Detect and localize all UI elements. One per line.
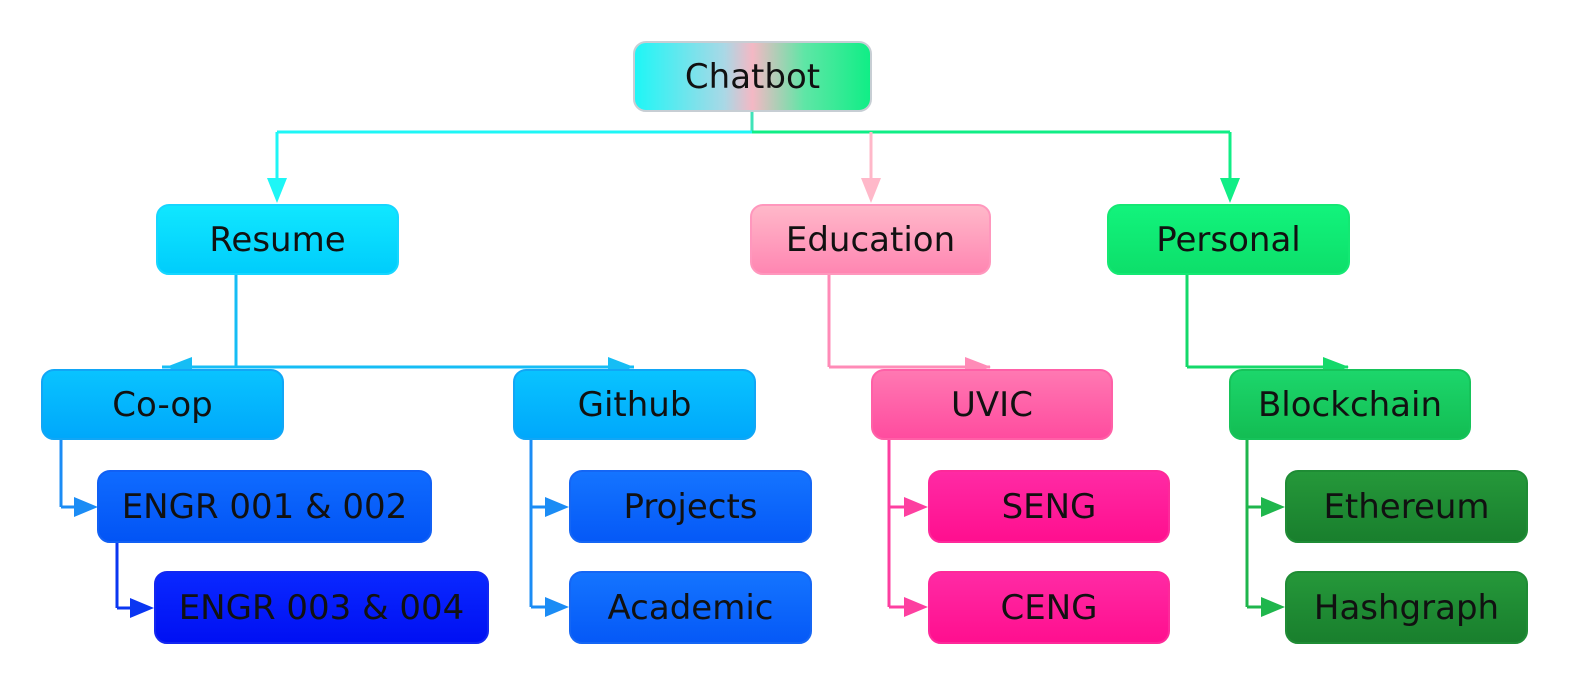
education-connectors (827, 275, 990, 369)
node-hashgraph: Hashgraph (1285, 571, 1528, 644)
arrow-to-seng (904, 497, 928, 517)
node-personal-label: Personal (1156, 219, 1301, 260)
node-ethereum: Ethereum (1285, 470, 1528, 543)
arrow-to-hashgraph (1261, 597, 1285, 617)
node-personal: Personal (1107, 204, 1350, 275)
node-chatbot-label: Chatbot (684, 56, 821, 97)
node-resume: Resume (156, 204, 399, 275)
node-hashgraph-label: Hashgraph (1313, 587, 1500, 628)
node-blockchain-label: Blockchain (1257, 384, 1443, 425)
node-chatbot: Chatbot (633, 41, 872, 112)
node-projects-label: Projects (623, 486, 758, 527)
node-engr-001-002: ENGR 001 & 002 (97, 470, 432, 543)
node-education: Education (750, 204, 991, 275)
node-projects: Projects (569, 470, 812, 543)
arrow-to-engr12 (74, 497, 98, 517)
github-connectors (529, 440, 557, 609)
root-connectors (275, 112, 1232, 190)
arrow-to-academic (545, 597, 569, 617)
node-uvic-label: UVIC (951, 384, 1033, 425)
node-uvic: UVIC (871, 369, 1113, 440)
arrow-to-ethereum (1261, 497, 1285, 517)
node-ceng: CENG (928, 571, 1170, 644)
node-coop: Co-op (41, 369, 284, 440)
node-seng-label: SENG (1001, 486, 1097, 527)
node-github: Github (513, 369, 756, 440)
coop-connectors (59, 440, 86, 509)
arrow-to-personal (1220, 178, 1240, 203)
blockchain-connectors (1245, 440, 1273, 609)
node-engr-003-004-label: ENGR 003 & 004 (178, 587, 465, 628)
arrow-to-projects (545, 497, 569, 517)
arrow-to-engr34 (130, 598, 154, 618)
personal-connectors (1185, 275, 1348, 369)
node-ceng-label: CENG (1000, 587, 1098, 628)
node-resume-label: Resume (209, 219, 346, 260)
uvic-connectors (887, 440, 916, 609)
node-engr-003-004: ENGR 003 & 004 (154, 571, 489, 644)
arrow-to-education (861, 178, 881, 203)
node-blockchain: Blockchain (1229, 369, 1471, 440)
node-academic-label: Academic (607, 587, 774, 628)
arrow-to-resume (267, 178, 287, 203)
node-coop-label: Co-op (112, 384, 213, 425)
node-engr-001-002-label: ENGR 001 & 002 (121, 486, 408, 527)
node-education-label: Education (785, 219, 956, 260)
node-ethereum-label: Ethereum (1323, 486, 1490, 527)
node-github-label: Github (577, 384, 692, 425)
engr-connectors (115, 543, 142, 610)
arrow-to-ceng (904, 597, 928, 617)
node-seng: SENG (928, 470, 1170, 543)
node-academic: Academic (569, 571, 812, 644)
resume-connectors (162, 275, 634, 369)
